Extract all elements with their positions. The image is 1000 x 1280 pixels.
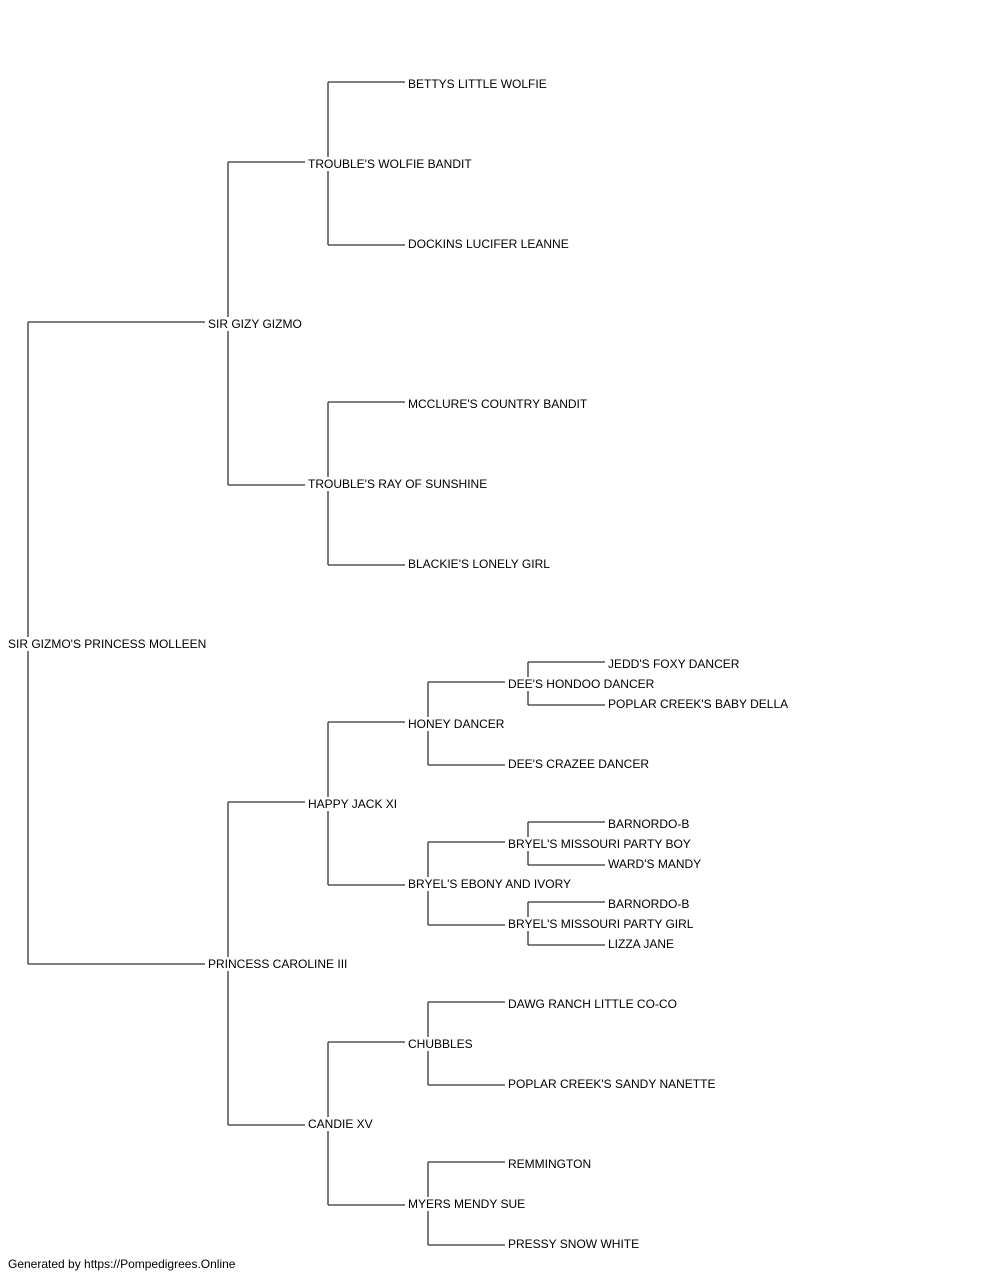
gen5-barnordo-b-name: BARNORDO-B bbox=[608, 817, 692, 831]
gen5-baby-della-name: POPLAR CREEK'S BABY DELLA bbox=[608, 697, 791, 711]
gen5-lizza-jane-name: LIZZA JANE bbox=[608, 937, 677, 951]
sire-name: SIR GIZY GIZMO bbox=[208, 317, 304, 331]
dam-dam-sire-sire-name: DAWG RANCH LITTLE CO-CO bbox=[508, 997, 679, 1011]
generated-by-footer: Generated by https://Pompedigrees.Online bbox=[8, 1257, 236, 1271]
dam-sire-sire-sire-name: DEE'S HONDOO DANCER bbox=[508, 677, 657, 691]
dam-sire-sire-dam-name: DEE'S CRAZEE DANCER bbox=[508, 757, 651, 771]
dam-dam-dam-dam-name: PRESSY SNOW WHITE bbox=[508, 1237, 642, 1251]
sire-dam-dam-name: BLACKIE'S LONELY GIRL bbox=[408, 557, 552, 571]
dam-dam-name: CANDIE XV bbox=[308, 1117, 375, 1131]
sire-sire-dam-name: DOCKINS LUCIFER LEANNE bbox=[408, 237, 571, 251]
gen5-wards-mandy-name: WARD'S MANDY bbox=[608, 857, 704, 871]
dam-sire-dam-dam-name: BRYEL'S MISSOURI PARTY GIRL bbox=[508, 917, 696, 931]
sire-sire-name: TROUBLE'S WOLFIE BANDIT bbox=[308, 157, 474, 171]
dam-sire-dam-name: BRYEL'S EBONY AND IVORY bbox=[408, 877, 574, 891]
dam-dam-dam-name: MYERS MENDY SUE bbox=[408, 1197, 528, 1211]
dam-name: PRINCESS CAROLINE III bbox=[208, 957, 350, 971]
dam-dam-dam-sire-name: REMMINGTON bbox=[508, 1157, 594, 1171]
sire-dam-sire-name: MCCLURE'S COUNTRY BANDIT bbox=[408, 397, 590, 411]
dam-dam-sire-dam-name: POPLAR CREEK'S SANDY NANETTE bbox=[508, 1077, 718, 1091]
sire-sire-sire-name: BETTYS LITTLE WOLFIE bbox=[408, 77, 549, 91]
dam-sire-name: HAPPY JACK XI bbox=[308, 797, 400, 811]
subject-name: SIR GIZMO'S PRINCESS MOLLEEN bbox=[8, 637, 209, 651]
gen5-barnordo-b-2-name: BARNORDO-B bbox=[608, 897, 692, 911]
gen5-jedds-foxy-dancer-name: JEDD'S FOXY DANCER bbox=[608, 657, 742, 671]
dam-dam-sire-name: CHUBBLES bbox=[408, 1037, 475, 1051]
sire-dam-name: TROUBLE'S RAY OF SUNSHINE bbox=[308, 477, 490, 491]
dam-sire-dam-sire-name: BRYEL'S MISSOURI PARTY BOY bbox=[508, 837, 693, 851]
dam-sire-sire-name: HONEY DANCER bbox=[408, 717, 507, 731]
